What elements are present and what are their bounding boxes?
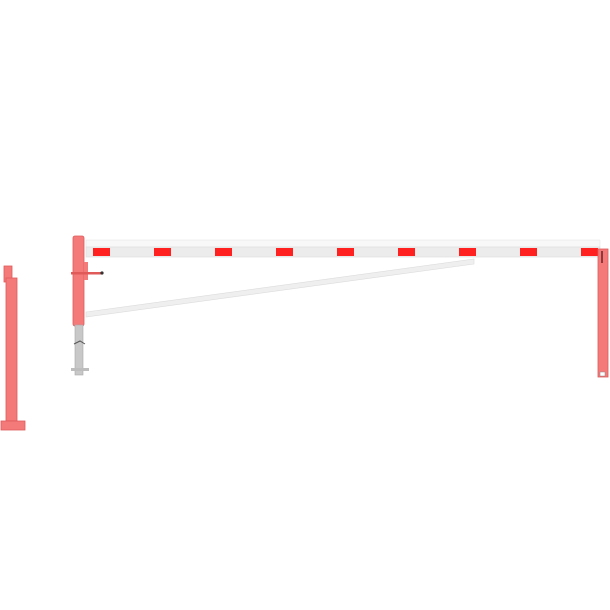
right-support-post bbox=[597, 248, 609, 378]
left-post-shaft bbox=[5, 277, 18, 422]
boom-arm-top bbox=[85, 239, 601, 248]
boom-stripe bbox=[581, 248, 598, 256]
right-post-foot bbox=[599, 371, 606, 377]
boom-stripe bbox=[459, 248, 476, 256]
boom-stripe bbox=[154, 248, 171, 256]
boom-stripe bbox=[93, 248, 110, 256]
left-support-post bbox=[0, 265, 26, 431]
boom-stripe bbox=[520, 248, 537, 256]
boom-stripe bbox=[337, 248, 354, 256]
main-hinge-post bbox=[71, 235, 104, 376]
left-post-base bbox=[0, 420, 26, 431]
boom-arm bbox=[85, 239, 601, 258]
diagonal-brace bbox=[85, 258, 475, 318]
main-post-shaft bbox=[72, 235, 85, 327]
boom-stripes bbox=[93, 248, 598, 256]
lock-handle[interactable] bbox=[71, 272, 102, 275]
right-post-shaft bbox=[597, 248, 609, 378]
ground-socket-flange bbox=[71, 368, 89, 371]
lock-knob-icon bbox=[100, 271, 104, 275]
socket-clip bbox=[73, 340, 86, 345]
ground-socket bbox=[74, 324, 84, 376]
boom-stripe bbox=[276, 248, 293, 256]
hinge-bracket bbox=[84, 262, 88, 280]
boom-stripe bbox=[215, 248, 232, 256]
right-post-latch bbox=[601, 251, 603, 263]
boom-stripe bbox=[398, 248, 415, 256]
